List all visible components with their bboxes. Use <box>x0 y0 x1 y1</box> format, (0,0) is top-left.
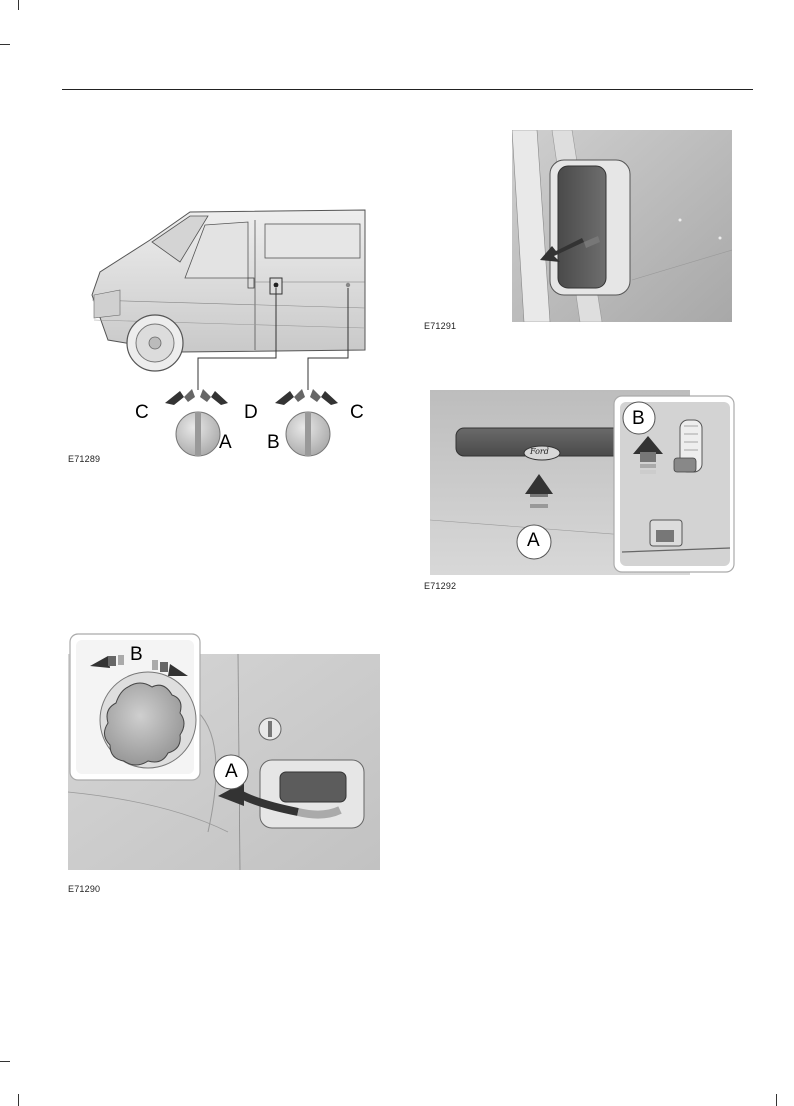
figure-e71289 <box>80 200 370 460</box>
crop-mark-top-left <box>18 0 19 10</box>
figure-e71289-label-a: A <box>219 432 232 454</box>
ford-logo-text: Ford <box>530 447 549 456</box>
figure-e71292-label-b: B <box>632 408 645 430</box>
header-rule <box>62 89 753 90</box>
figure-e71289-label-c-left: C <box>135 402 149 424</box>
rear-door-handle-illustration <box>430 390 736 575</box>
figure-e71290-label-b: B <box>130 644 143 666</box>
figure-e71290-code: E71290 <box>68 884 100 894</box>
crop-mark-bottom-left-h <box>0 1061 10 1062</box>
figure-e71290-label-a: A <box>225 761 238 783</box>
crop-mark-bottom-left <box>18 1094 19 1106</box>
figure-e71289-label-d: D <box>244 402 258 424</box>
crop-mark-bottom-right <box>776 1094 777 1106</box>
figure-e71289-label-c-right: C <box>350 402 364 424</box>
crop-mark-top-left-h <box>0 44 10 45</box>
figure-e71292 <box>430 390 736 575</box>
sliding-door-handle-illustration <box>512 130 732 322</box>
figure-e71289-code: E71289 <box>68 454 100 464</box>
figure-e71292-code: E71292 <box>424 581 456 591</box>
figure-e71289-label-b: B <box>267 432 280 454</box>
figure-e71290 <box>68 632 380 872</box>
side-door-lock-illustration <box>68 632 380 872</box>
figure-e71292-label-a: A <box>527 530 540 552</box>
figure-e71291-code: E71291 <box>424 321 456 331</box>
figure-e71291 <box>512 130 732 322</box>
van-lock-illustration <box>80 200 370 460</box>
